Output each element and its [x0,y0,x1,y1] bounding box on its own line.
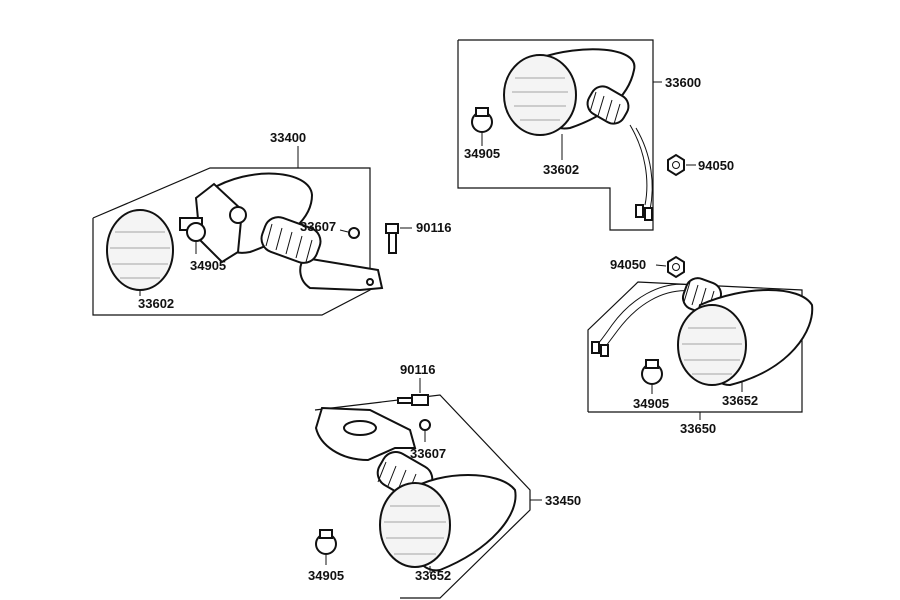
wire [595,283,691,347]
screw-90116-b [397,394,429,406]
rubber-boot [586,85,630,125]
label-33602-a: 33602 [543,162,579,177]
washer-33607-b [419,419,431,431]
assembly-33650: 94050 34905 33652 33650 [587,255,814,436]
assembly-33650-frame [587,281,803,413]
label-34905-d: 34905 [308,568,344,583]
label-94050-b: 94050 [610,257,646,272]
assembly-33400: 33400 34905 33602 33607 [92,130,451,316]
label-33400: 33400 [270,130,306,145]
connector [635,204,644,218]
lens-33602-a [503,54,577,136]
bulb-34905-d [315,529,337,555]
lens-33652-a [677,304,747,386]
washer-33607-a [348,227,360,239]
label-33652-b: 33652 [415,568,451,583]
screw-90116-a [385,223,399,254]
rubber-boot [260,216,322,264]
label-90116-b: 90116 [400,362,435,377]
label-34905-b: 34905 [190,258,226,273]
assembly-33450: 33450 90116 33607 34905 [308,362,581,599]
label-34905-c: 34905 [633,396,669,411]
wire [629,124,648,206]
label-34905-a: 34905 [464,146,500,161]
label-33650: 33650 [680,421,716,436]
label-90116-a: 90116 [416,220,451,235]
label-33652-a: 33652 [722,393,758,408]
assembly-33600-frame [457,39,654,231]
lens-33652-b [379,482,451,568]
bulb-34905-c [641,359,663,385]
assembly-33600: 34905 33602 33600 94050 [457,39,734,231]
nut-94050-b [667,255,685,279]
label-94050-a: 94050 [698,158,734,173]
label-33607-a: 33607 [300,219,336,234]
label-33602-b: 33602 [138,296,174,311]
label-33607-b: 33607 [410,446,446,461]
bulb-34905-b [186,222,206,242]
label-33600: 33600 [665,75,701,90]
bulb-34905-a [471,107,493,133]
label-33450: 33450 [545,493,581,508]
nut-94050-a [667,153,685,177]
connector [591,341,600,354]
